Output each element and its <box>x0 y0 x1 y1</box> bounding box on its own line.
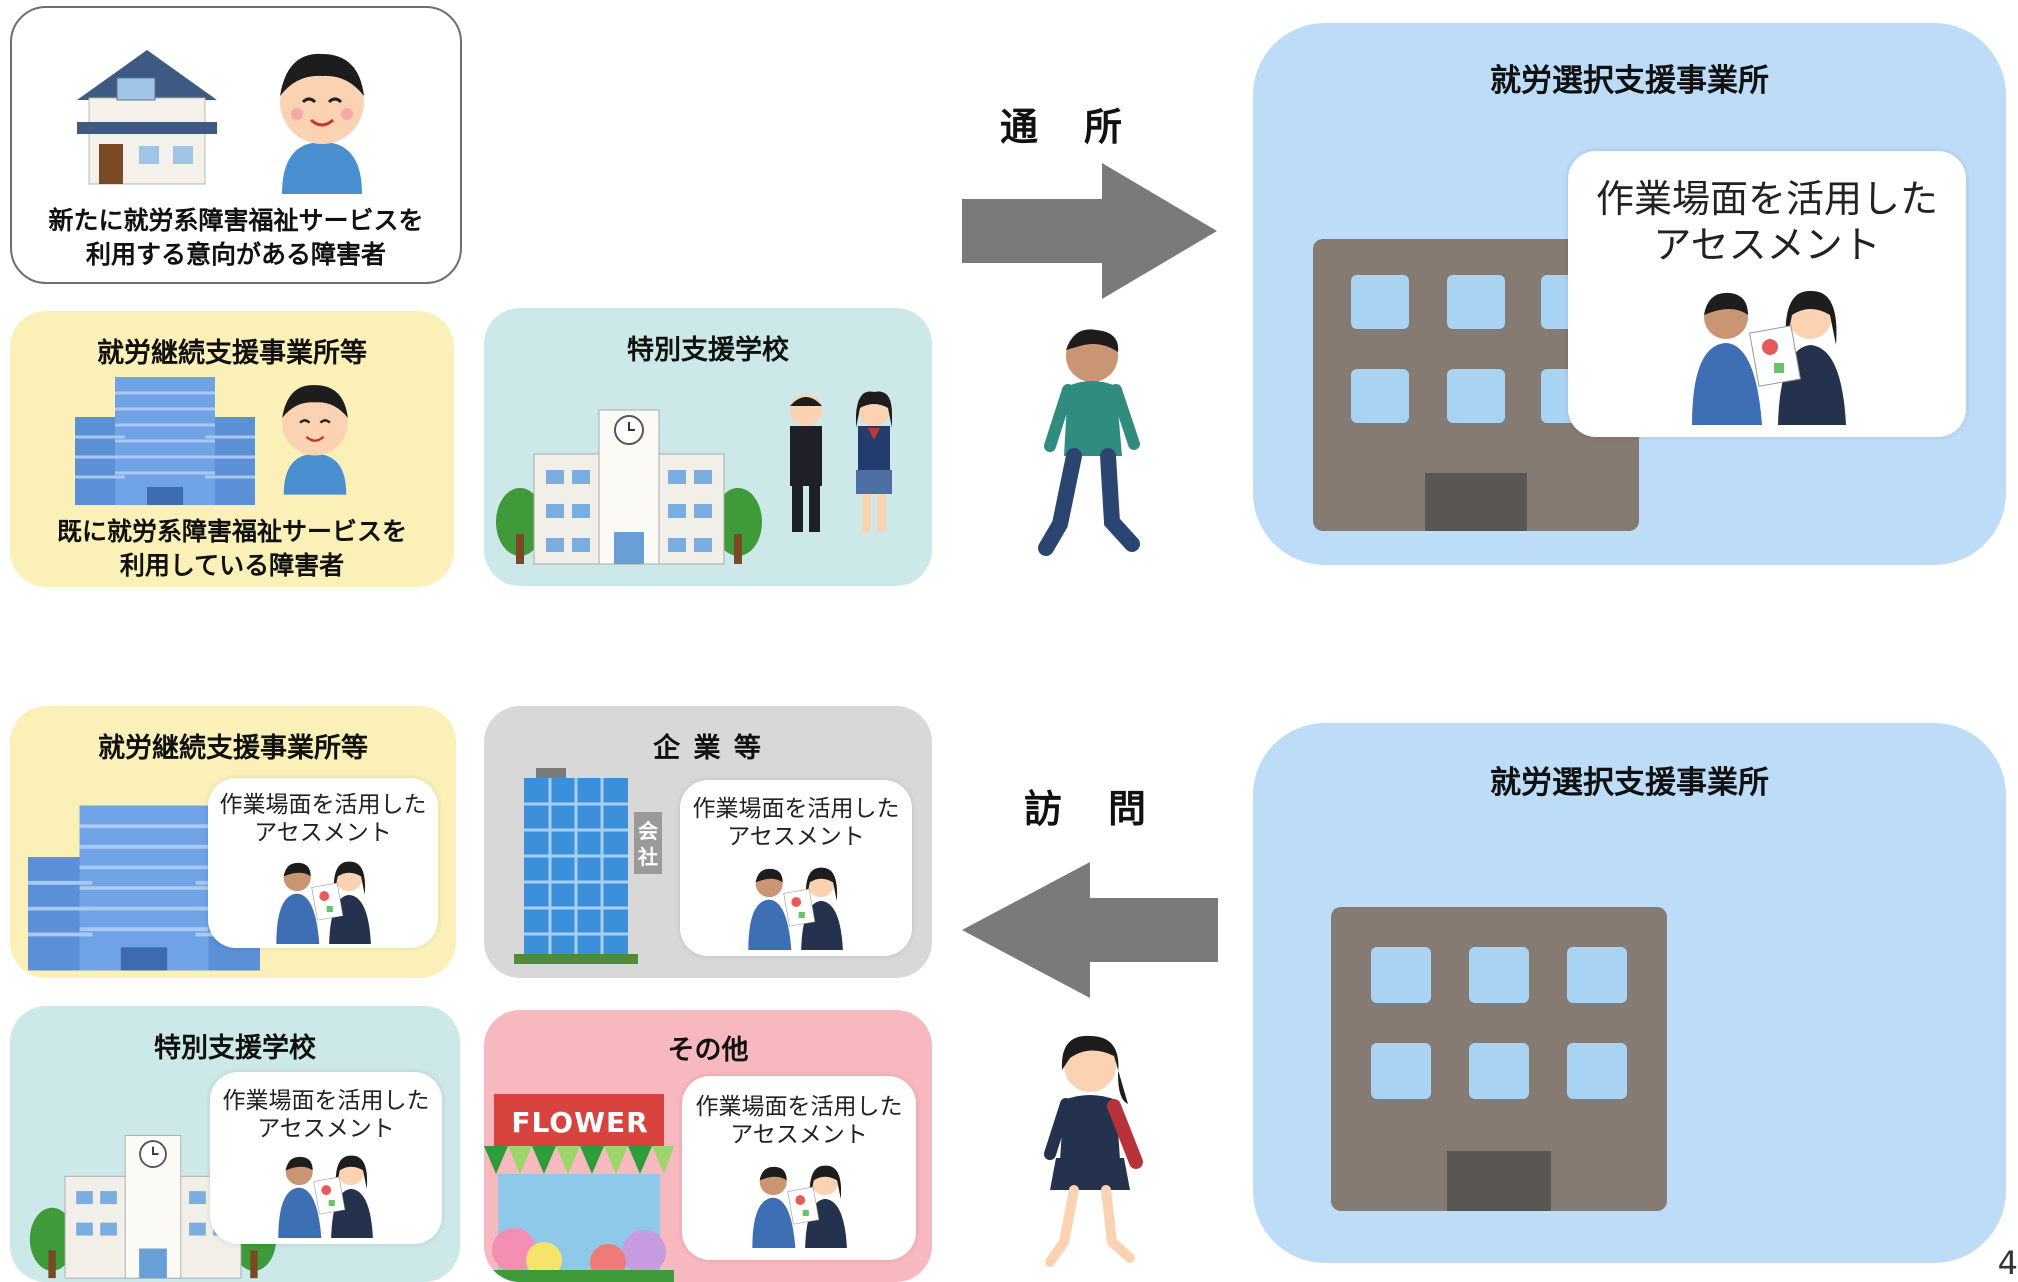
company-title: 企 業 等 <box>653 733 763 764</box>
new-user-box: 新たに就労系障害福祉サービスを 利用する意向がある障害者 <box>10 6 462 284</box>
office-title: 就労選択支援事業所 <box>1490 63 1769 99</box>
office-title: 就労選択支援事業所 <box>1490 765 1769 801</box>
walking-man-icon <box>1030 326 1150 556</box>
assessment-text: 作業場面を活用した アセスメント <box>222 1088 430 1142</box>
assessment-text: 作業場面を活用した アセスメント <box>219 792 427 846</box>
assessment-note: 作業場面を活用した アセスメント <box>210 1072 442 1244</box>
school-box-bottom: 特別支援学校 作業場面を活用した アセスメント <box>10 1006 460 1282</box>
company-box: 企 業 等 会社 作業場面を活用した アセスメント <box>484 706 932 978</box>
assessment-text: 作業場面を活用した アセスメント <box>692 796 900 850</box>
commute-label: 通 所 <box>1000 105 1127 149</box>
interview-icon <box>270 858 376 944</box>
continuing-support-title: 就労継続支援事業所等 <box>98 733 368 764</box>
assessment-note-top: 作業場面を活用した アセスメント <box>1568 151 1966 437</box>
company-tower-icon <box>514 768 664 964</box>
arrow-right-icon <box>962 163 1217 299</box>
school-title: 特別支援学校 <box>154 1033 316 1064</box>
assessment-note: 作業場面を活用した アセスメント <box>682 1076 916 1260</box>
assessment-text: 作業場面を活用した アセスメント <box>695 1094 903 1148</box>
other-box: その他 FLOWER 作業場面を活用した アセスメント <box>484 1010 932 1282</box>
continuing-support-box-bottom: 就労継続支援事業所等 作業場面を活用した アセスメント <box>10 706 456 978</box>
walking-woman-icon <box>1030 1030 1150 1272</box>
assessment-note: 作業場面を活用した アセスメント <box>208 778 438 948</box>
flower-shop-icon <box>484 1094 674 1282</box>
continuing-support-box-top: 就労継続支援事業所等 既に就労系障害福祉サービスを 利用している障害者 <box>10 311 454 587</box>
house-icon <box>67 40 227 190</box>
boy-icon <box>272 377 358 495</box>
other-title: その他 <box>667 1035 749 1066</box>
company-sign: 会社 <box>638 819 658 869</box>
arrow-left-icon <box>962 862 1218 998</box>
page-number: 4 <box>1997 1244 2018 1282</box>
employment-selection-office-top: 就労選択支援事業所 作業場面を活用した アセスメント <box>1253 23 2006 565</box>
employment-selection-office-bottom: 就労選択支援事業所 <box>1253 723 2006 1263</box>
interview-icon <box>1682 285 1854 425</box>
school-icon <box>494 404 764 566</box>
interview-icon <box>742 864 848 950</box>
assessment-text: 作業場面を活用した アセスメント <box>1595 177 1938 267</box>
office-building-icon <box>75 377 255 505</box>
assessment-note: 作業場面を活用した アセスメント <box>680 780 912 956</box>
boy-icon <box>267 44 377 194</box>
continuing-support-caption: 既に就労系障害福祉サービスを 利用している障害者 <box>56 517 407 580</box>
students-icon <box>774 388 914 538</box>
interview-icon <box>746 1162 852 1248</box>
visit-label: 訪 問 <box>1024 787 1151 831</box>
school-title: 特別支援学校 <box>627 335 789 366</box>
school-box-top: 特別支援学校 <box>484 308 932 586</box>
new-user-caption: 新たに就労系障害福祉サービスを 利用する意向がある障害者 <box>48 206 424 269</box>
flower-sign: FLOWER <box>511 1106 649 1139</box>
interview-icon <box>272 1152 378 1238</box>
gray-building-icon <box>1331 907 1667 1211</box>
continuing-support-title: 就労継続支援事業所等 <box>97 338 367 369</box>
